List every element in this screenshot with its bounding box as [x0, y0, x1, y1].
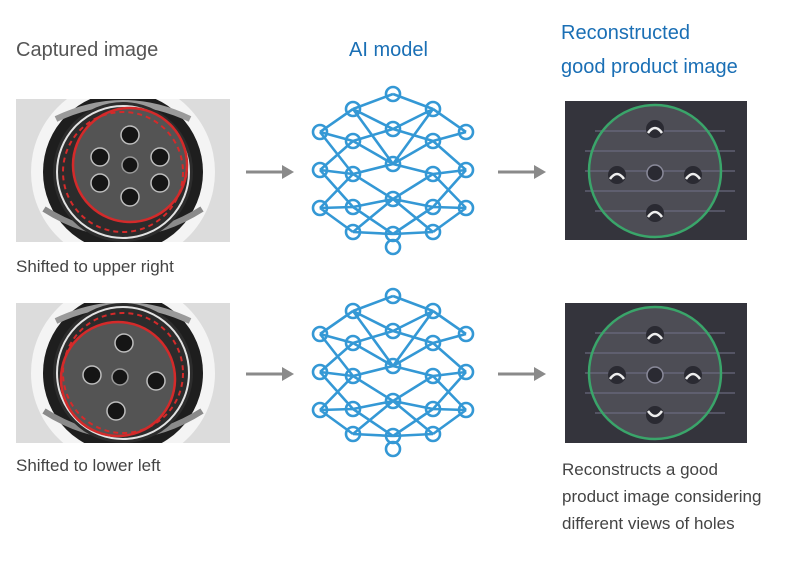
- ai-model-header: AI model: [349, 39, 428, 61]
- reconstructed-header-line2: good product image: [561, 56, 738, 78]
- note-line3: different views of holes: [562, 514, 735, 533]
- reconstructed-photo-row2: [565, 303, 747, 443]
- reconstructed-header-line1: Reconstructed: [561, 22, 690, 44]
- neural-network-icon: [308, 84, 478, 256]
- captured-photo-lower-left: [16, 303, 230, 443]
- caption-row2: Shifted to lower left: [16, 456, 161, 475]
- captured-photo-upper-right: [16, 99, 230, 242]
- reconstructed-photo-row1: [565, 101, 747, 240]
- arrow-right-icon: [498, 366, 548, 382]
- captured-image-header: Captured image: [16, 39, 159, 61]
- arrow-right-icon: [498, 164, 548, 180]
- arrow-right-icon: [246, 366, 296, 382]
- caption-row1: Shifted to upper right: [16, 257, 174, 276]
- reconstruction-note: Reconstructs a good product image consid…: [562, 456, 794, 537]
- note-line1: Reconstructs a good: [562, 460, 718, 479]
- note-line2: product image considering: [562, 487, 762, 506]
- arrow-right-icon: [246, 164, 296, 180]
- neural-network-icon: [308, 286, 478, 458]
